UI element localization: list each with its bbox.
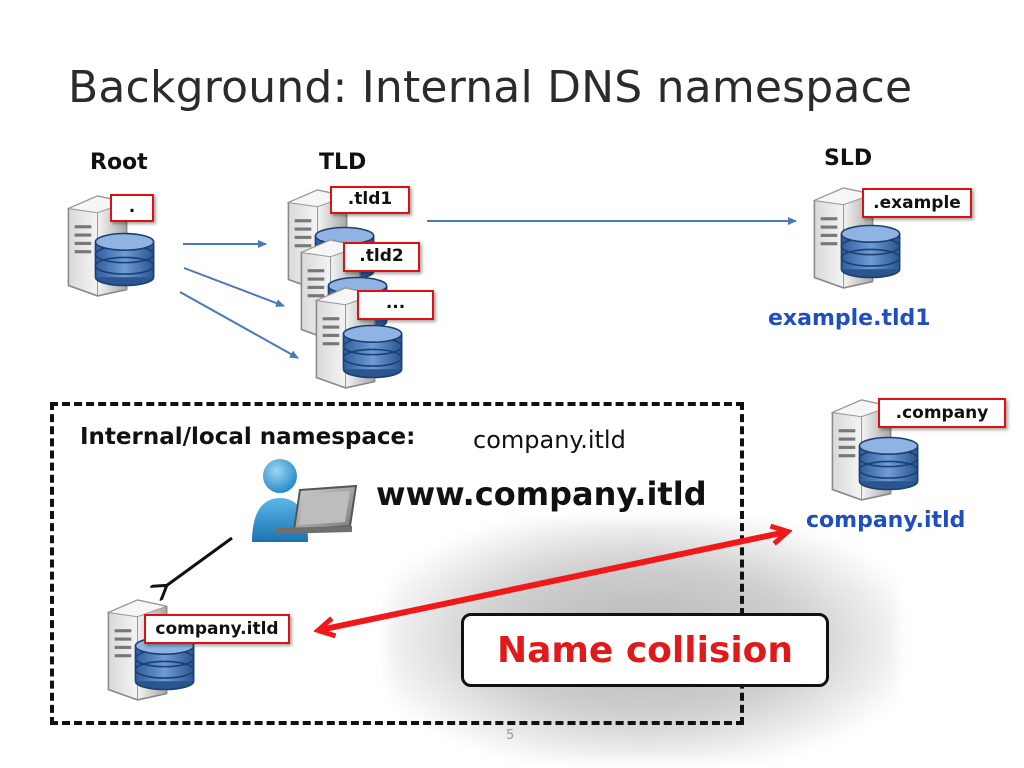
internal-server-label: company.itld bbox=[144, 614, 290, 644]
slide-title: Background: Internal DNS namespace bbox=[68, 62, 913, 113]
sld-column-heading: SLD bbox=[824, 146, 873, 171]
internal-namespace-domain: company.itld bbox=[473, 426, 626, 454]
company-label: .company bbox=[878, 398, 1006, 428]
example-domain-label: example.tld1 bbox=[768, 306, 931, 331]
user-to-server-arrow bbox=[166, 536, 233, 586]
root-label: . bbox=[110, 194, 154, 222]
tld3-label: ... bbox=[357, 290, 434, 320]
internal-host-name: www.company.itld bbox=[376, 475, 707, 513]
tld1-label: .tld1 bbox=[330, 186, 410, 214]
example-label: .example bbox=[862, 188, 972, 218]
collision-arrow bbox=[320, 532, 786, 630]
root-to-tld2-arrow bbox=[183, 267, 285, 307]
tld-column-heading: TLD bbox=[319, 150, 367, 175]
page-number: 5 bbox=[506, 728, 515, 743]
tld2-label: .tld2 bbox=[343, 242, 420, 272]
root-column-heading: Root bbox=[90, 150, 148, 175]
internal-namespace-heading: Internal/local namespace: bbox=[80, 424, 416, 450]
root-to-tld3-arrow bbox=[179, 291, 299, 359]
